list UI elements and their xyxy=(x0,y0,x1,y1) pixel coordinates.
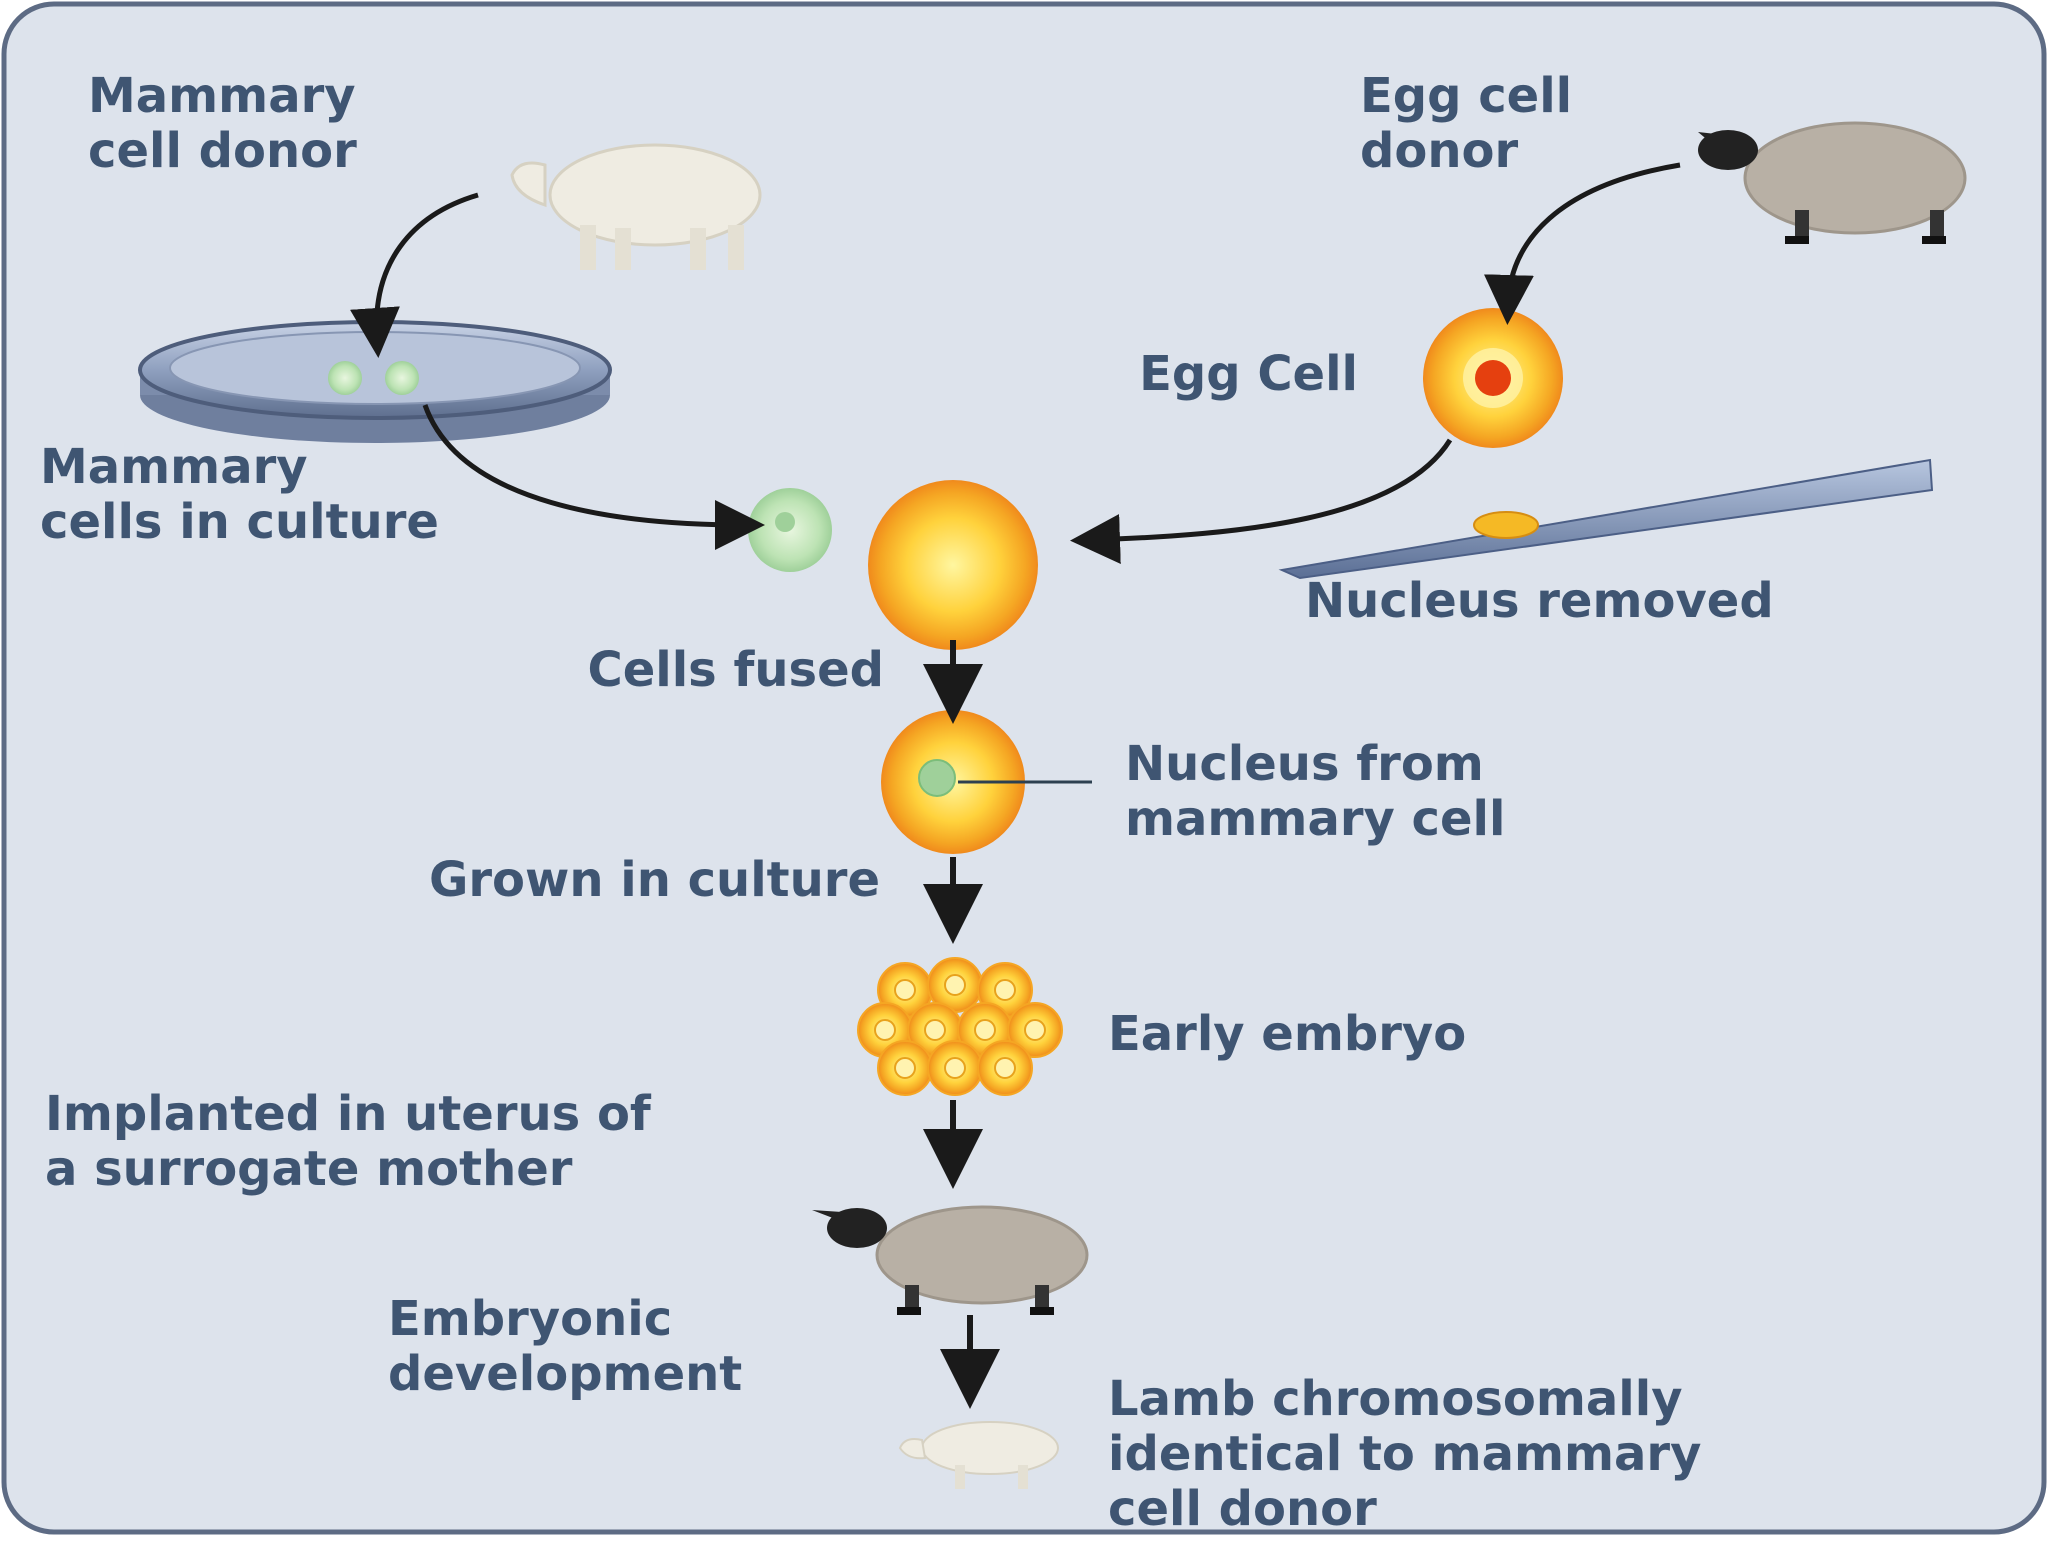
surrogate-sheep-icon xyxy=(812,1205,1089,1315)
embryo-cell-nucleus xyxy=(894,1057,916,1079)
arrow-donor-to-dish xyxy=(350,192,479,358)
label-lamb: Lamb chromosomally identical to mammary … xyxy=(1108,1371,1718,1536)
embryo-cell-nucleus xyxy=(944,974,966,996)
micropipette-icon xyxy=(1278,458,1934,580)
embryo-icon xyxy=(857,957,1063,1096)
lamb-icon xyxy=(898,1421,1059,1489)
embryo-cell-nucleus xyxy=(994,1057,1016,1079)
petri-dish-icon xyxy=(138,320,612,443)
embryo-cell-nucleus xyxy=(1024,1019,1046,1041)
label-egg-cell: Egg Cell xyxy=(1139,346,1358,402)
black-faced-sheep-icon xyxy=(1698,121,1967,244)
label-embryonic-development: Embryonic development xyxy=(388,1291,742,1402)
cloned-cell-icon xyxy=(881,710,1025,854)
label-egg-donor: Egg cell donor xyxy=(1360,68,1589,179)
fused-cells-icon xyxy=(748,480,1038,650)
arrow-egg-to-fusion xyxy=(1070,438,1453,564)
embryo-cell-nucleus xyxy=(994,979,1016,1001)
label-mammary-donor: Mammary cell donor xyxy=(88,68,372,179)
egg-cell-icon xyxy=(1423,308,1563,448)
label-implanted: Implanted in uterus of a surrogate mothe… xyxy=(45,1086,668,1197)
label-nucleus-removed: Nucleus removed xyxy=(1305,573,1774,629)
label-cells-fused: Cells fused xyxy=(587,642,884,698)
embryo-cell-nucleus xyxy=(894,979,916,1001)
arrow-egg-donor-to-egg xyxy=(1483,162,1681,325)
label-nucleus-from: Nucleus from mammary cell xyxy=(1125,736,1505,847)
label-mammary-culture: Mammary cells in culture xyxy=(40,439,439,550)
arrow-dish-to-fusion xyxy=(422,404,765,550)
embryo-cell-nucleus xyxy=(974,1019,996,1041)
label-early-embryo: Early embryo xyxy=(1108,1006,1466,1062)
embryo-cell-nucleus xyxy=(924,1019,946,1041)
label-grown-in-culture: Grown in culture xyxy=(429,852,880,908)
white-sheep-icon xyxy=(510,143,762,270)
embryo-cell-nucleus xyxy=(944,1057,966,1079)
embryo-cell-nucleus xyxy=(874,1019,896,1041)
